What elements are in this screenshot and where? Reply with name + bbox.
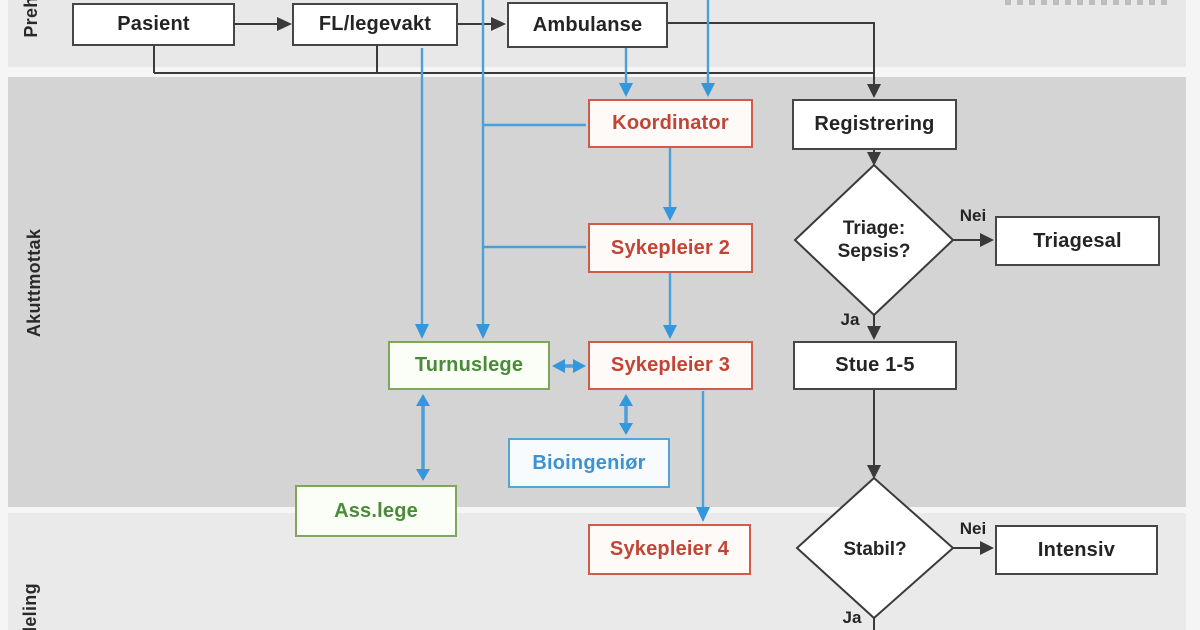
node-sykepleier-2: Sykepleier 2 — [588, 223, 753, 273]
node-sykepleier-4: Sykepleier 4 — [588, 524, 751, 575]
node-ambulanse: Ambulanse — [507, 2, 668, 48]
blue-connector-lines — [420, 0, 710, 508]
node-intensiv: Intensiv — [995, 525, 1158, 575]
node-triagesal: Triagesal — [995, 216, 1160, 266]
node-asslege: Ass.lege — [295, 485, 457, 537]
node-koordinator: Koordinator — [588, 99, 753, 148]
decision-stabil-text: Stabil? — [797, 536, 953, 562]
decision-triage-line1: Triage: — [842, 218, 906, 239]
diamond-stabil — [795, 476, 955, 620]
black-connector-lines — [153, 22, 981, 630]
diamond-triage-sepsis — [793, 163, 955, 317]
black-arrowheads — [277, 17, 994, 555]
decision-diamonds — [793, 163, 955, 620]
band-akuttmottak — [8, 77, 1186, 507]
node-stue-1-5: Stue 1-5 — [793, 341, 957, 390]
band-label-prehospital: Prehospital — [20, 0, 42, 42]
cropped-text-fragment — [1005, 0, 1167, 5]
edge-label-triage-ja: Ja — [840, 310, 860, 329]
decision-triage-line2: Sepsis? — [837, 241, 911, 262]
band-label-akuttmottak: Akuttmottak — [24, 228, 44, 338]
edge-label-triage-nei: Nei — [959, 206, 987, 225]
node-registrering: Registrering — [792, 99, 957, 150]
band-label-avdeling: Avdeling — [20, 583, 40, 630]
edge-label-stabil-nei: Nei — [959, 519, 987, 538]
blue-arrowheads — [415, 83, 715, 522]
edge-label-stabil-ja: Ja — [842, 608, 862, 627]
decision-triage-sepsis-text: Triage: Sepsis? — [795, 192, 953, 288]
node-fl-legevakt: FL/legevakt — [292, 3, 458, 46]
decision-stabil-line1: Stabil? — [843, 538, 907, 560]
node-pasient: Pasient — [72, 3, 235, 46]
node-turnuslege: Turnuslege — [388, 341, 550, 390]
node-sykepleier-3: Sykepleier 3 — [588, 341, 753, 390]
node-bioingenior: Bioingeniør — [508, 438, 670, 488]
